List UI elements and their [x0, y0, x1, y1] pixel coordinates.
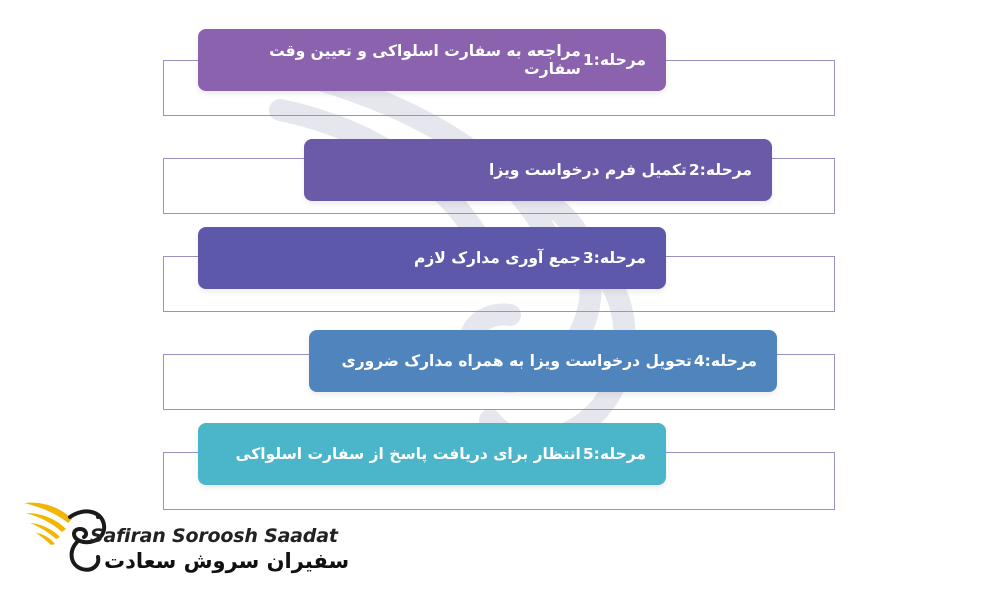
step-2-text: تکمیل فرم درخواست ویزا: [489, 161, 687, 179]
step-1-label: مرحله: [599, 51, 646, 69]
logo-name-english: Safiran Soroosh Saadat: [90, 525, 338, 547]
step-2-label: مرحله: [705, 161, 752, 179]
step-3-label: مرحله: [599, 249, 646, 267]
bird-wing-icon: [24, 502, 107, 572]
company-logo: Safiran Soroosh Saadat سفیران سروش سعادت: [22, 495, 349, 585]
logo-name-persian: سفیران سروش سعادت: [104, 549, 350, 573]
step-1-number: 1:: [582, 51, 600, 69]
step-4-label: مرحله: [710, 352, 757, 370]
step-1-text: مراجعه به سفارت اسلواکی و تعیین وقت سفار…: [269, 42, 581, 78]
step-5-pill: مرحله 5: انتظار برای دریافت پاسخ از سفار…: [198, 423, 666, 485]
step-4-number: 4:: [693, 352, 711, 370]
step-2-number: 2:: [688, 161, 706, 179]
step-5-number: 5:: [582, 445, 600, 463]
step-4-pill: مرحله 4: تحویل درخواست ویزا به همراه مدا…: [309, 330, 777, 392]
step-3-number: 3:: [582, 249, 600, 267]
step-1-pill: مرحله 1: مراجعه به سفارت اسلواکی و تعیین…: [198, 29, 666, 91]
step-3-text: جمع آوری مدارک لازم: [413, 249, 581, 267]
step-2-pill: مرحله 2: تکمیل فرم درخواست ویزا: [304, 139, 772, 201]
step-5-label: مرحله: [599, 445, 646, 463]
step-3-pill: مرحله 3: جمع آوری مدارک لازم: [198, 227, 666, 289]
step-4-text: تحویل درخواست ویزا به همراه مدارک ضروری: [341, 352, 692, 370]
step-5-text: انتظار برای دریافت پاسخ از سفارت اسلواکی: [235, 445, 581, 463]
